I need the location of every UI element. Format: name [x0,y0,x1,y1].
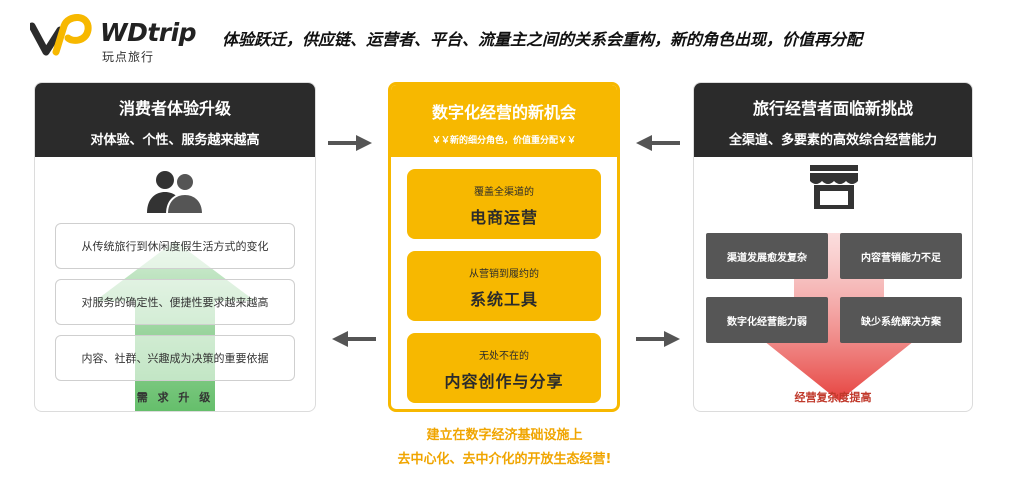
opportunity-item-title: 系统工具 [469,290,538,309]
people-icon [147,171,205,215]
arrow-right-icon [328,135,372,151]
opportunity-item: 覆盖全渠道的 电商运营 [407,169,601,239]
opportunity-item-title: 内容创作与分享 [444,372,564,391]
opportunity-item-title: 电商运营 [469,208,538,227]
operator-panel-subtitle: 全渠道、多要素的高效综合经营能力 [728,133,937,148]
wdtrip-logo-icon [30,14,92,56]
challenge-item: 数字化经营能力弱 [706,297,828,343]
arrow-right-icon [636,331,680,347]
opportunity-item-caption: 覆盖全渠道的 [474,187,534,198]
opportunity-item-caption: 无处不在的 [479,351,529,362]
opportunity-item-caption: 从营销到履约的 [469,269,539,280]
brand-logo: WDtrip 玩点旅行 [30,12,220,66]
logo-subtitle: 玩点旅行 [102,50,155,64]
opportunity-item: 无处不在的 内容创作与分享 [407,333,601,403]
opportunity-panel-title: 数字化经营的新机会 [431,103,576,122]
consumer-item: 对服务的确定性、便捷性要求越来越高 [55,279,295,325]
consumer-panel-title: 消费者体验升级 [118,99,231,118]
challenge-item: 缺少系统解决方案 [840,297,962,343]
consumer-item: 内容、社群、兴趣成为决策的重要依据 [55,335,295,381]
logo-text: WDtrip [100,18,197,47]
arrow-left-icon [636,135,680,151]
operator-panel-title: 旅行经营者面临新挑战 [752,99,913,118]
challenge-item: 内容营销能力不足 [840,233,962,279]
opportunity-panel: 数字化经营的新机会 ￥￥新的细分角色，价值重分配￥￥ 覆盖全渠道的 电商运营 从… [388,82,620,412]
demand-upgrade-label: 需 求 升 级 [136,391,214,404]
opportunity-panel-header: 数字化经营的新机会 ￥￥新的细分角色，价值重分配￥￥ [391,85,617,157]
challenge-item: 渠道发展愈发复杂 [706,233,828,279]
bottom-caption-line2: 去中心化、去中介化的开放生态经营! [397,452,612,467]
consumer-panel: 消费者体验升级 对体验、个性、服务越来越高 从传统旅行到休闲度假生活方式的变化 … [34,82,316,412]
consumer-item: 从传统旅行到休闲度假生活方式的变化 [55,223,295,269]
headline: 体验跃迁，供应链、运营者、平台、流量主之间的关系会重构，新的角色出现，价值再分配 [222,30,863,49]
arrow-left-icon [332,331,376,347]
shop-icon [810,165,858,209]
consumer-panel-header: 消费者体验升级 对体验、个性、服务越来越高 [35,83,315,157]
consumer-panel-subtitle: 对体验、个性、服务越来越高 [90,133,260,148]
opportunity-panel-subtitle: ￥￥新的细分角色，价值重分配￥￥ [431,136,576,146]
opportunity-item: 从营销到履约的 系统工具 [407,251,601,321]
complexity-rise-label: 经营复杂度提高 [794,391,872,404]
bottom-caption-line1: 建立在数字经济基础设施上 [426,428,583,443]
operator-panel-header: 旅行经营者面临新挑战 全渠道、多要素的高效综合经营能力 [694,83,972,157]
operator-panel: 旅行经营者面临新挑战 全渠道、多要素的高效综合经营能力 渠道发展愈发复杂 内容营… [693,82,973,412]
